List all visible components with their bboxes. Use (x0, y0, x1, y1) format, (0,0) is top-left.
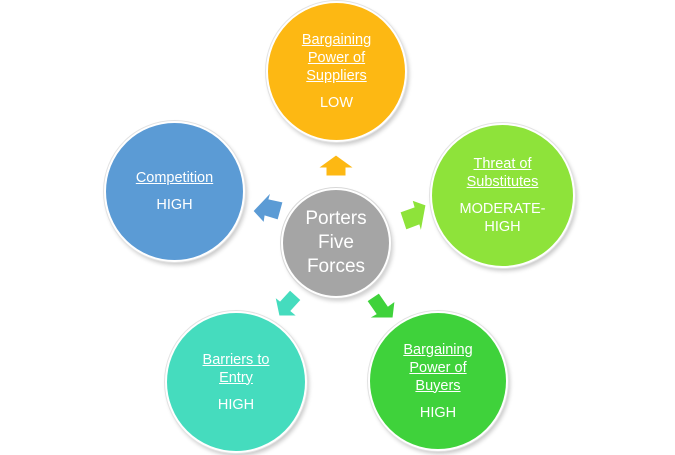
arrow-to-buyers (366, 292, 396, 319)
force-title-competition: Competition (135, 170, 214, 186)
arrow-to-suppliers (316, 154, 356, 177)
force-level-suppliers: LOW (319, 95, 354, 111)
force-level-substitutes: MODERATE- HIGH (459, 201, 546, 235)
center-node: Porters Five Forces (281, 188, 391, 298)
force-title-suppliers: Bargaining Power of Suppliers (301, 32, 372, 84)
force-title-buyers: Bargaining Power of Buyers (403, 341, 473, 394)
arrow-to-substitutes (399, 199, 427, 233)
force-node-substitutes: Threat of Substitutes MODERATE- HIGH (430, 123, 575, 268)
force-level-barriers: HIGH (217, 396, 255, 413)
force-node-buyers: Bargaining Power of Buyers HIGH (368, 311, 508, 451)
force-level-competition: HIGH (156, 197, 193, 213)
arrow-to-competition (252, 191, 284, 225)
force-node-barriers: Barriers to Entry HIGH (165, 311, 307, 453)
arrow-to-barriers (274, 289, 302, 317)
force-node-suppliers: Bargaining Power of Suppliers LOW (266, 1, 407, 142)
center-label: Porters Five Forces (305, 208, 367, 277)
force-title-substitutes: Threat of Substitutes (466, 156, 539, 190)
force-level-buyers: HIGH (419, 404, 457, 421)
force-node-competition: Competition HIGH (104, 121, 245, 262)
force-title-barriers: Barriers to Entry (202, 351, 270, 386)
